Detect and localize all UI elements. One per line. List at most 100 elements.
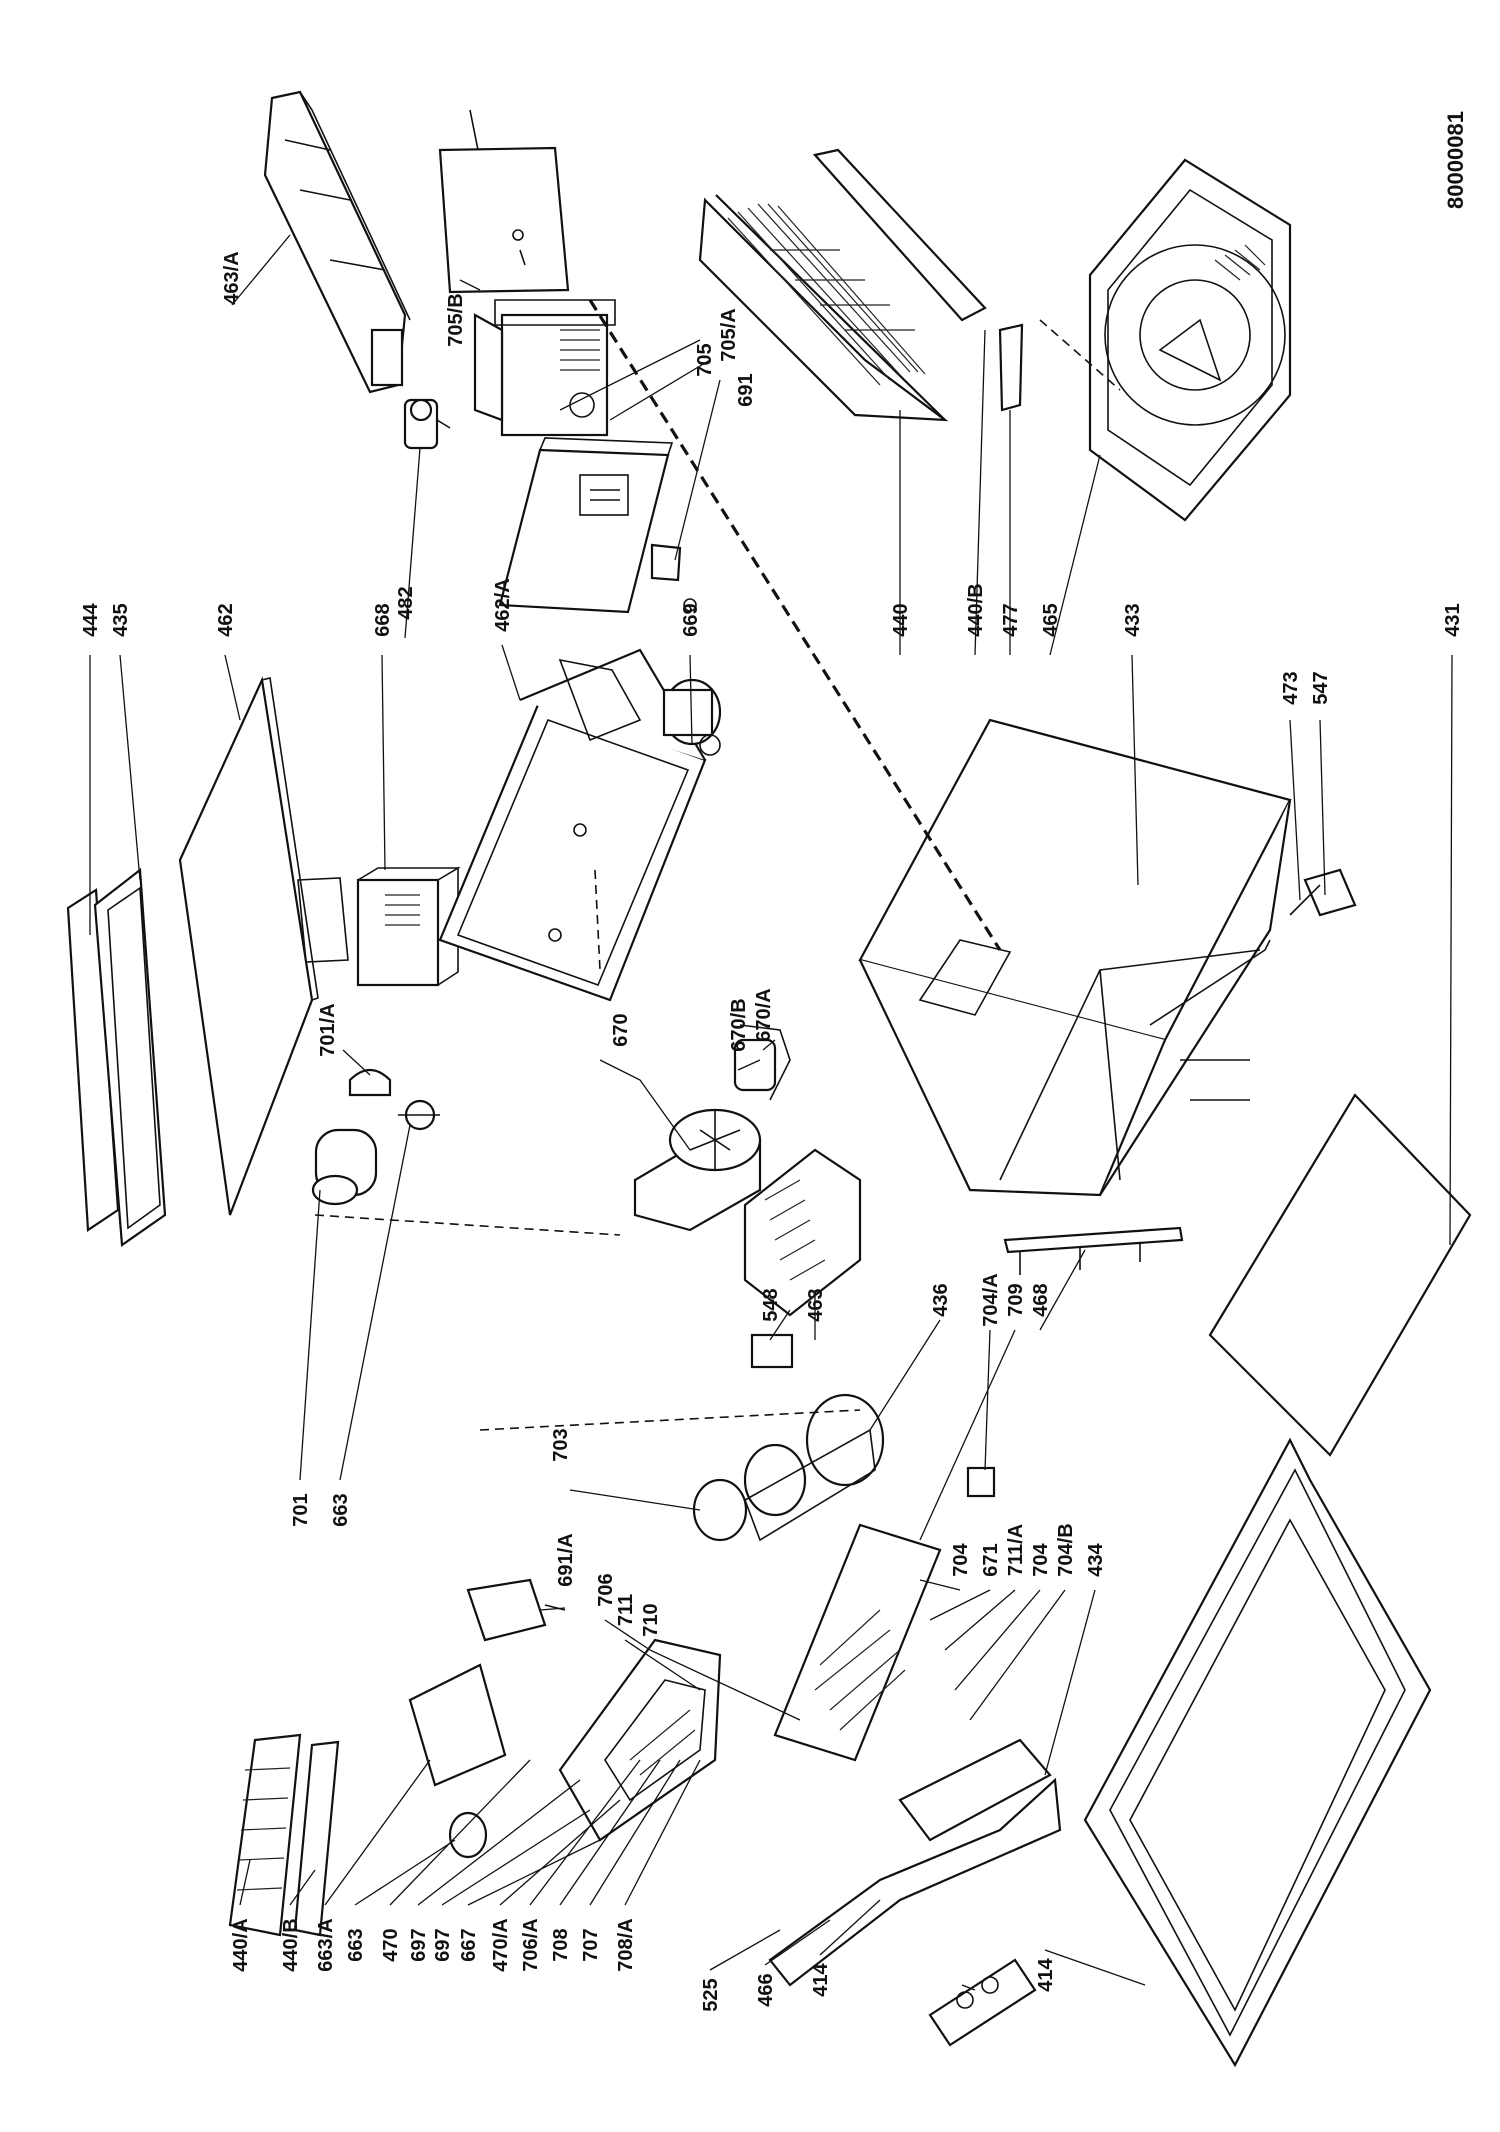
label-670b: 670/B xyxy=(728,998,750,1051)
label-707: 707 xyxy=(580,1928,602,1961)
label-470a: 470/A xyxy=(490,1918,512,1971)
part-705-magnetron xyxy=(473,299,616,437)
label-668: 668 xyxy=(372,603,394,636)
label-691: 691 xyxy=(735,373,757,406)
label-670a: 670/A xyxy=(753,988,775,1041)
label-691a: 691/A xyxy=(555,1533,577,1586)
part-468-bracket xyxy=(1003,1226,1184,1275)
label-440b-bottom: 440/B xyxy=(280,1918,302,1971)
part-482-lamp-motor xyxy=(403,398,451,450)
label-670: 670 xyxy=(610,1013,632,1046)
label-705a: 705/A xyxy=(718,308,740,361)
label-434: 434 xyxy=(1085,1542,1107,1576)
label-444: 444 xyxy=(80,602,102,636)
part-701-capacitor xyxy=(311,1128,378,1206)
label-462: 462 xyxy=(215,603,237,636)
label-708a: 708/A xyxy=(615,1918,637,1971)
label-704-1: 704 xyxy=(950,1542,972,1576)
part-462a-waveguide-plate xyxy=(498,437,674,614)
label-477: 477 xyxy=(1000,603,1022,636)
label-706: 706 xyxy=(595,1573,617,1606)
part-663-lamp-holder xyxy=(398,1099,440,1131)
part-444-outer-panel xyxy=(66,888,120,1232)
label-462a: 462/A xyxy=(492,578,514,631)
part-440-grille xyxy=(698,194,949,422)
assembly-lines xyxy=(314,299,1121,1431)
part-706-frame xyxy=(558,1638,722,1842)
part-691-thermal-switch xyxy=(650,543,697,612)
part-434-control-housing xyxy=(898,1738,1052,1842)
label-473: 473 xyxy=(1280,671,1302,704)
part-663-lamp xyxy=(448,1811,488,1859)
part-709-interlock xyxy=(966,1466,996,1498)
part-431-glass-panel xyxy=(1208,1093,1472,1457)
part-669-fan-motor xyxy=(662,678,722,756)
label-705b: 705/B xyxy=(445,293,467,346)
label-711: 711 xyxy=(615,1594,637,1626)
label-671: 671 xyxy=(980,1543,1002,1576)
part-525-knob-strip xyxy=(928,1958,1037,2047)
label-440: 440 xyxy=(890,603,912,636)
label-701a: 701/A xyxy=(317,1003,339,1056)
label-711a: 711/A xyxy=(1005,1524,1027,1576)
label-547: 547 xyxy=(1310,671,1332,704)
part-462a-chassis-frame xyxy=(438,648,707,1002)
part-477-latch xyxy=(998,323,1024,412)
label-414-1: 414 xyxy=(810,1962,832,1996)
label-710: 710 xyxy=(640,1603,662,1636)
part-710-control-panel xyxy=(773,1523,942,1762)
part-465-base-plate xyxy=(1088,158,1292,522)
label-705: 705 xyxy=(694,343,716,376)
part-670-fan-assembly xyxy=(633,1024,791,1232)
label-697-1: 697 xyxy=(408,1928,430,1961)
part-463a-air-duct xyxy=(263,90,411,394)
label-470: 470 xyxy=(380,1928,402,1961)
diagram-code: 80000081 xyxy=(1443,111,1468,209)
label-667: 667 xyxy=(458,1928,480,1961)
part-668-transformer xyxy=(356,866,461,987)
label-431: 431 xyxy=(1442,603,1464,636)
part-473-screw xyxy=(1289,884,1321,916)
part-547-cover xyxy=(1303,868,1357,917)
part-548-switch xyxy=(750,1333,794,1369)
part-663a-plate xyxy=(408,1663,507,1787)
part-440b-strip xyxy=(812,148,987,322)
label-697-2: 697 xyxy=(432,1928,454,1961)
label-433: 433 xyxy=(1122,603,1144,636)
label-548: 548 xyxy=(760,1288,782,1321)
label-468: 468 xyxy=(1030,1283,1052,1316)
part-414-door xyxy=(1083,1437,1432,2068)
part-462-cover-panel xyxy=(178,676,349,1216)
label-435: 435 xyxy=(110,603,132,636)
part-701a-bracket xyxy=(348,1068,392,1097)
part-435-panel xyxy=(93,867,167,1248)
part-436-timer xyxy=(743,1393,885,1542)
label-465: 465 xyxy=(1040,603,1062,636)
part-691a-switch xyxy=(466,1578,566,1642)
label-704-2: 704 xyxy=(1030,1542,1052,1576)
label-663a: 663/A xyxy=(315,1918,337,1971)
part-440b-strip-bottom xyxy=(293,1740,340,1937)
label-663-mid: 663 xyxy=(330,1493,352,1526)
label-709: 709 xyxy=(1005,1283,1027,1316)
label-463a: 463/A xyxy=(221,251,243,304)
label-466: 466 xyxy=(755,1973,777,2006)
label-414-2: 414 xyxy=(1035,1957,1057,1991)
label-482: 482 xyxy=(395,586,417,619)
part-705b-cover-plate xyxy=(438,109,570,294)
label-706a: 706/A xyxy=(520,1918,542,1971)
part-labels: 80000081 444 435 462 668 482 463/A 705/B… xyxy=(80,111,1468,2012)
label-440b-top: 440/B xyxy=(965,583,987,636)
label-525: 525 xyxy=(700,1978,722,2011)
label-663-bottom: 663 xyxy=(345,1928,367,1961)
label-436: 436 xyxy=(930,1283,952,1316)
label-704a: 704/A xyxy=(980,1273,1002,1326)
label-703: 703 xyxy=(550,1428,572,1461)
label-701: 701 xyxy=(290,1493,312,1526)
label-704b: 704/B xyxy=(1055,1523,1077,1576)
part-463-control-board xyxy=(743,1148,862,1317)
part-703-motor xyxy=(692,1478,748,1542)
part-433-oven-cavity xyxy=(858,718,1292,1197)
label-463: 463 xyxy=(805,1288,827,1321)
